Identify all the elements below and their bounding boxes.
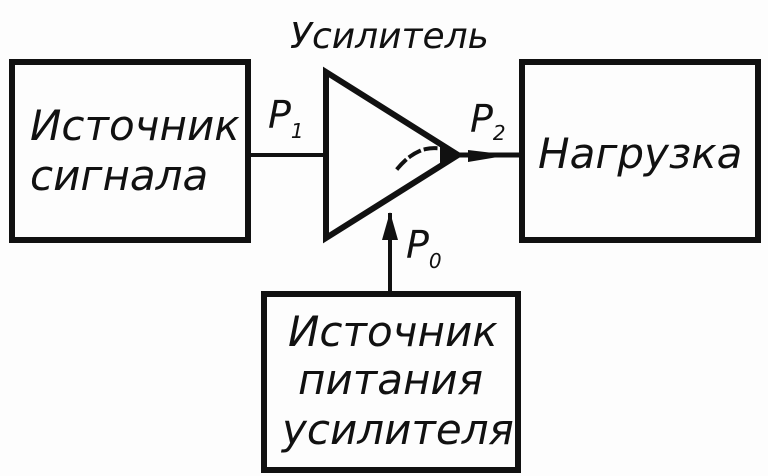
supply-power-label: P0 xyxy=(406,223,442,273)
power-source-label-line3: усилителя xyxy=(280,405,514,454)
amplifier-label: Усилитель xyxy=(290,16,489,57)
load-label: Нагрузка xyxy=(538,129,742,178)
power-source-label-line2: питания xyxy=(298,355,483,404)
output-power-label: P2 xyxy=(470,97,506,145)
supply-power-subscript: 0 xyxy=(429,249,442,273)
power-source-label-line1: Источник xyxy=(288,307,498,356)
signal-source-label-line2: сигнала xyxy=(30,151,208,200)
signal-source-label-line1: Источник xyxy=(30,101,240,150)
input-power-subscript: 1 xyxy=(291,119,304,143)
input-power-symbol: P xyxy=(268,93,291,137)
output-power-symbol: P xyxy=(470,97,493,141)
supply-arrowhead xyxy=(382,212,398,240)
input-power-label: P1 xyxy=(268,93,304,143)
output-power-subscript: 2 xyxy=(493,121,506,145)
load-block xyxy=(519,59,761,243)
amplifier-triangle xyxy=(323,66,464,244)
signal-source-block xyxy=(9,59,251,243)
supply-power-symbol: P xyxy=(406,223,429,267)
power-source-block xyxy=(261,291,521,473)
output-arrowhead-2 xyxy=(468,150,510,162)
output-arrowhead xyxy=(440,146,464,164)
